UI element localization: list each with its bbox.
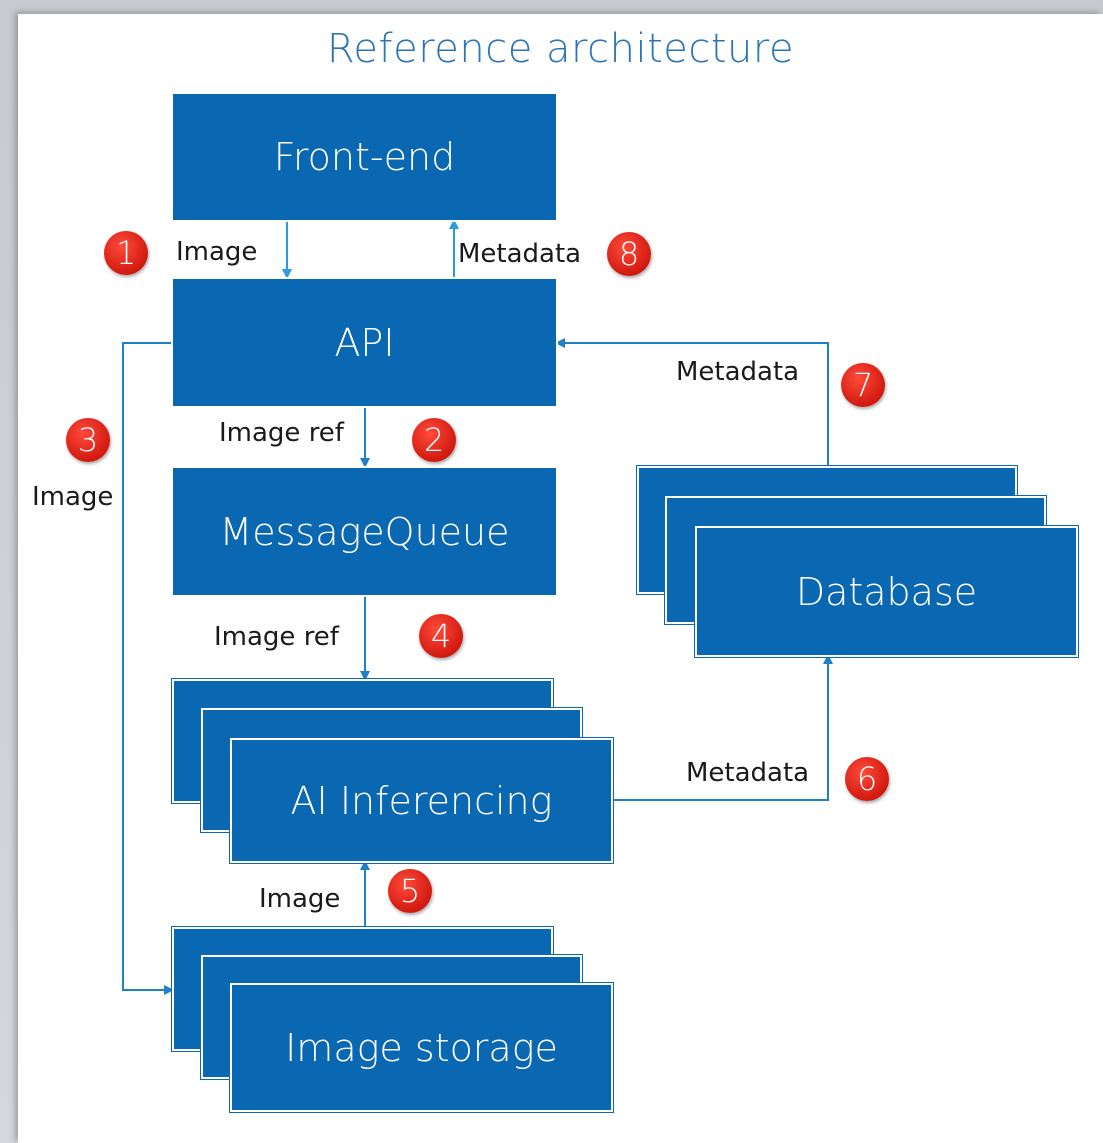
step-5-badge: 5: [388, 869, 432, 913]
inferencing-node: AI Inferencing: [230, 738, 613, 863]
inferencing-label: AI Inferencing: [290, 778, 553, 823]
step-2-badge: 2: [412, 418, 456, 462]
storage-label: Image storage: [285, 1025, 558, 1070]
edge-5-label: Image: [259, 884, 341, 914]
edge-7-label: Metadata: [676, 357, 800, 387]
edge-6-label: Metadata: [686, 758, 810, 788]
step-6-badge: 6: [845, 757, 889, 801]
step-7-badge: 7: [841, 363, 885, 407]
database-label: Database: [795, 569, 978, 614]
database-node: Database: [695, 526, 1078, 657]
edge-1-label: Image: [176, 237, 258, 267]
diagram-title: Reference architecture: [326, 26, 795, 72]
frontend-label: Front-end: [273, 135, 456, 179]
edge-3-label: Image: [32, 482, 114, 512]
edge-2-label: Image ref: [219, 418, 344, 448]
frontend-node: Front-end: [171, 92, 558, 222]
message-queue-node: MessageQueue: [171, 466, 558, 597]
step-4-badge: 4: [419, 614, 463, 658]
edge-4-label: Image ref: [214, 622, 339, 652]
step-3-badge: 3: [66, 418, 110, 462]
step-8-badge: 8: [607, 232, 651, 276]
message-queue-label: MessageQueue: [219, 509, 510, 554]
api-label: API: [334, 320, 395, 365]
edge-8-label: Metadata: [458, 239, 582, 269]
step-1-badge: 1: [104, 231, 148, 275]
storage-node: Image storage: [230, 983, 613, 1112]
api-node: API: [171, 277, 558, 408]
